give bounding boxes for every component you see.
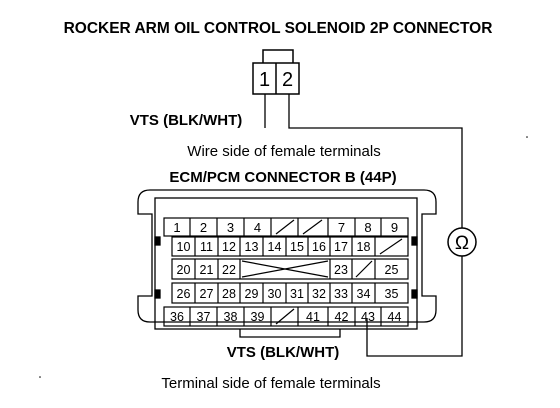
solenoid-2p-connector xyxy=(252,49,300,95)
terminal-37: 37 xyxy=(197,310,211,324)
terminal-15: 15 xyxy=(290,240,304,254)
terminal-20: 20 xyxy=(177,263,191,277)
terminal-side-caption: Terminal side of female terminals xyxy=(161,375,380,392)
solenoid-pin-2: 2 xyxy=(282,69,293,91)
terminal-34: 34 xyxy=(357,287,371,301)
terminal-44: 44 xyxy=(388,310,402,324)
terminal-35: 35 xyxy=(385,287,399,301)
wire-label-top: VTS (BLK/WHT) xyxy=(130,112,242,129)
ecm-connector-title: ECM/PCM CONNECTOR B (44P) xyxy=(169,169,396,186)
scan-dot xyxy=(526,136,528,138)
terminal-8: 8 xyxy=(364,220,371,235)
terminal-43: 43 xyxy=(361,310,375,324)
ecm-connector-housing xyxy=(137,189,437,338)
terminal-4: 4 xyxy=(254,220,261,235)
terminal-14: 14 xyxy=(268,240,282,254)
terminal-23: 23 xyxy=(334,263,348,277)
terminal-1: 1 xyxy=(173,220,180,235)
terminal-27: 27 xyxy=(200,287,214,301)
terminal-39: 39 xyxy=(251,310,265,324)
terminal-25: 25 xyxy=(385,263,399,277)
terminal-22: 22 xyxy=(222,263,236,277)
wire-side-caption: Wire side of female terminals xyxy=(187,143,380,160)
terminal-26: 26 xyxy=(177,287,191,301)
terminal-9: 9 xyxy=(391,220,398,235)
ohm-symbol: Ω xyxy=(455,233,469,254)
terminal-12: 12 xyxy=(222,240,236,254)
terminal-31: 31 xyxy=(290,287,304,301)
terminal-30: 30 xyxy=(268,287,282,301)
terminal-7: 7 xyxy=(338,220,345,235)
terminal-36: 36 xyxy=(170,310,184,324)
terminal-29: 29 xyxy=(245,287,259,301)
test-lead-wires xyxy=(264,94,463,357)
terminal-grid xyxy=(163,217,409,327)
terminal-41: 41 xyxy=(306,310,320,324)
terminal-42: 42 xyxy=(335,310,349,324)
terminal-3: 3 xyxy=(227,220,234,235)
solenoid-pin-1: 1 xyxy=(259,69,270,91)
terminal-32: 32 xyxy=(312,287,326,301)
terminal-18: 18 xyxy=(357,240,371,254)
terminal-16: 16 xyxy=(312,240,326,254)
terminal-28: 28 xyxy=(222,287,236,301)
terminal-17: 17 xyxy=(334,240,348,254)
terminal-numbers: 1 2 3 4 7 8 9 10 11 12 13 14 15 16 17 18… xyxy=(170,220,401,324)
terminal-2: 2 xyxy=(200,220,207,235)
terminal-11: 11 xyxy=(200,240,213,254)
terminal-13: 13 xyxy=(245,240,259,254)
diagram-title: ROCKER ARM OIL CONTROL SOLENOID 2P CONNE… xyxy=(64,20,493,37)
scan-dot xyxy=(39,376,41,378)
terminal-21: 21 xyxy=(200,263,214,277)
ohmmeter-icon xyxy=(447,227,477,257)
terminal-10: 10 xyxy=(177,240,191,254)
terminal-33: 33 xyxy=(334,287,348,301)
wire-label-bottom: VTS (BLK/WHT) xyxy=(227,344,339,361)
terminal-38: 38 xyxy=(224,310,238,324)
